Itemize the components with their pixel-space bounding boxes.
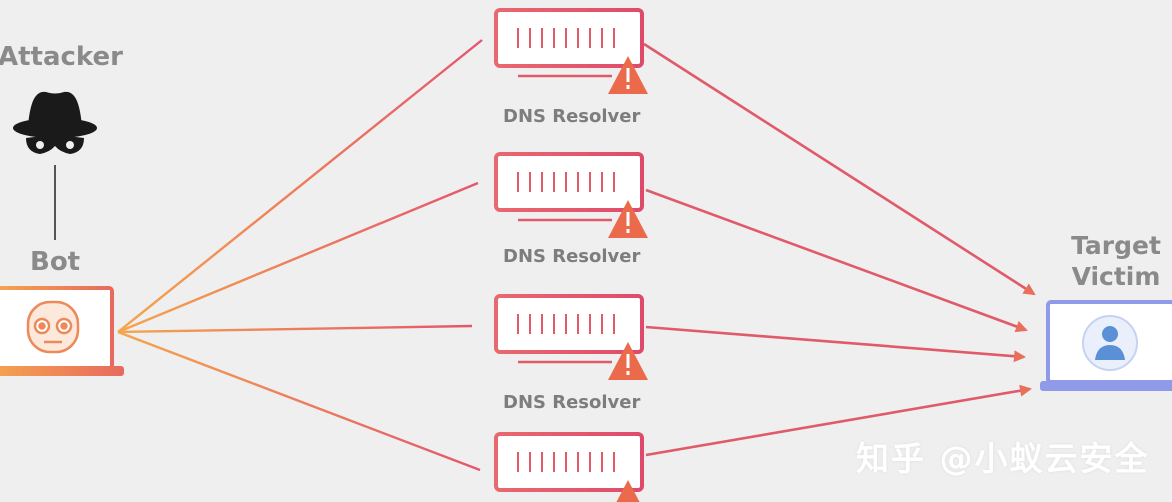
laptop-base [0,366,124,376]
attacker-label: Attacker [0,42,123,72]
target-label-line2: Victim [1071,262,1161,291]
server-icon [494,152,644,212]
dns-server-3 [494,294,648,380]
dns-resolver-label-1: DNS Resolver [503,106,641,127]
target-label-line1: Target [1071,231,1161,260]
server-icon [494,8,644,68]
warning-icon [608,200,648,238]
dns-server-1 [494,8,648,94]
bot-laptop-icon [0,286,124,376]
arrow-resolver-2 [645,188,1028,333]
server-icon [494,432,644,492]
dns-resolver-label-2: DNS Resolver [503,246,641,267]
warning-icon [616,480,640,502]
robot-face-icon [26,300,80,354]
arrow-resolver-1 [643,42,1036,296]
attacker-icon [13,91,97,240]
server-icon [494,294,644,354]
watermark: 知乎 @小蚁云安全 [856,439,1150,478]
mask [26,136,84,154]
line-bot-resolver-2 [117,181,479,334]
victim-base [1040,381,1172,391]
arrow-resolver-3 [645,325,1026,363]
warning-icon [608,342,648,380]
warning-icon [608,56,648,94]
arrow-resolver-4 [645,384,1032,457]
line-bot-resolver-3 [117,324,473,334]
user-icon [1082,315,1138,371]
dns-server-2 [494,152,648,238]
victim-laptop-icon [1040,300,1172,391]
dns-resolver-label-3: DNS Resolver [503,392,641,413]
bot-label: Bot [30,247,81,277]
target-victim-label: Target Victim [1064,230,1168,292]
resolver-to-victim-arrows [643,42,1036,457]
line-bot-resolver-1 [117,39,483,333]
line-bot-resolver-4 [117,330,481,472]
dns-server-4 [494,432,644,502]
bot-to-resolver-lines [117,39,483,472]
hat-crown [28,91,82,126]
